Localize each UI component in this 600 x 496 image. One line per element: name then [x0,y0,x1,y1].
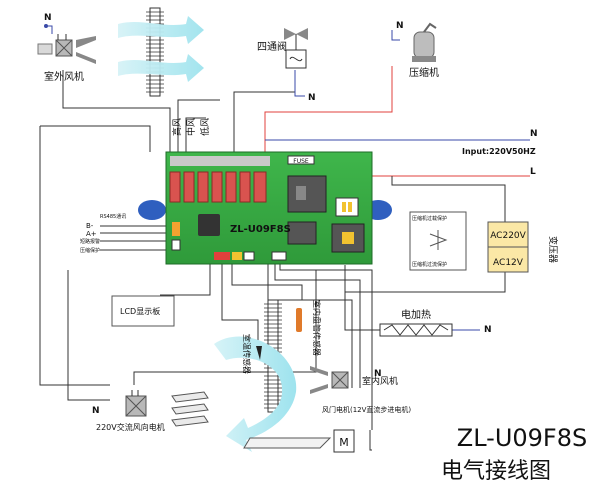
fuse [287,155,315,165]
left-ports: RS485通讯 B- A+ 短路报警 压缩保护 [80,213,126,254]
compressor-n: N [396,21,404,31]
coil-sensor-label: 室内盘管传感器 [312,300,322,356]
title-subtitle: 电气接线图 [441,459,551,484]
relay-label-low: 低风 [199,118,211,136]
outdoor-fan [37,24,96,64]
relay-label-mid: 中风 [185,118,197,136]
board-model: ZL-U09F8S [230,224,291,235]
wire-swing [67,270,110,401]
indoor-fan-label: 室内风机 [362,375,398,387]
wire-outer-frame [39,126,110,386]
indoor-airflow [214,336,297,452]
indoor-fan-n: N [374,369,382,379]
port-rs485: RS485通讯 [100,213,126,220]
wires [39,25,530,451]
title-model: ZL-U09F8S [457,424,587,452]
compressor-label: 压缩机 [409,66,439,79]
room-sensor-label: 室温传感器 [242,334,252,374]
heater-n: N [484,325,492,335]
wire-damper [369,430,372,451]
protector-bottom: 压缩机过流保护 [412,261,447,268]
swing-motor-n: N [92,406,100,416]
heater-label: 电加热 [401,308,431,321]
wire-sensor-coil [231,262,303,300]
wire-top-left-loop [40,125,151,152]
protector-box [409,211,467,271]
four-way-valve-label: 四通阀 [257,40,287,53]
outdoor-fan-label: 室外风机 [44,70,84,83]
port-b: B- [86,222,94,230]
coil-sensor [296,308,302,332]
power-l-label: L [530,167,536,177]
control-board: FUSE ZL-U09F8S [138,151,392,265]
wire-comp-n [391,30,400,41]
wire-sensor-room [221,262,259,345]
transformer-label: 变压器 [547,236,559,263]
outdoor-coil [146,7,164,97]
wire-transformer-bottom [344,265,506,293]
relay-row [169,171,267,203]
port-protect: 压缩保护 [80,247,100,254]
airflow-arrows [118,16,204,82]
damper-motor-box [333,429,355,453]
port-alarm: 短路报警 [80,238,100,245]
outdoor-fan-n: N [44,13,52,23]
wire-lcd [160,262,211,296]
four-way-valve-n: N [308,93,316,103]
fuse-label: FUSE [293,158,309,165]
wire-swing-2 [133,270,317,385]
wire-compressor [264,66,393,152]
four-way-valve-icon [284,28,308,69]
damper-plate [243,437,332,449]
port-a: A+ [86,230,97,238]
heater-zigzag [383,324,449,336]
damper-motor-label: 风门电机(12V直流步进电机) [322,405,411,414]
protector-top: 压缩机过载保护 [412,215,447,222]
wire-relay-2 [185,117,206,152]
room-sensor [256,346,262,360]
power-n-label: N [530,129,538,139]
wire-indoor-fan-2 [267,262,353,388]
wire-outdoor-fan [62,70,171,152]
swing-motor-label: 220V交流风向电机 [96,422,165,432]
wire-valve-n [294,70,305,97]
wire-heater [344,292,380,331]
relay-labels: 高风 中风 低风 [171,118,211,136]
indoor-fan-icon [310,366,349,394]
lcd-box [111,295,175,327]
transformer [487,221,529,273]
compressor-icon [412,22,437,62]
power-input-label: Input:220V50HZ [462,147,536,156]
louvers [171,391,209,427]
lcd-label: LCD显示板 [120,306,160,316]
wire-relay-1 [177,99,220,152]
transformer-bottom: AC12V [493,258,524,268]
transformer-top: AC220V [490,231,526,241]
swing-motor-icon [125,390,147,417]
wire-damper-2 [279,262,373,430]
damper-motor-m: M [339,436,349,449]
wire-indoor-fan [274,262,361,388]
relay-label-high: 高风 [171,118,183,136]
wire-transformer-top [391,176,506,222]
